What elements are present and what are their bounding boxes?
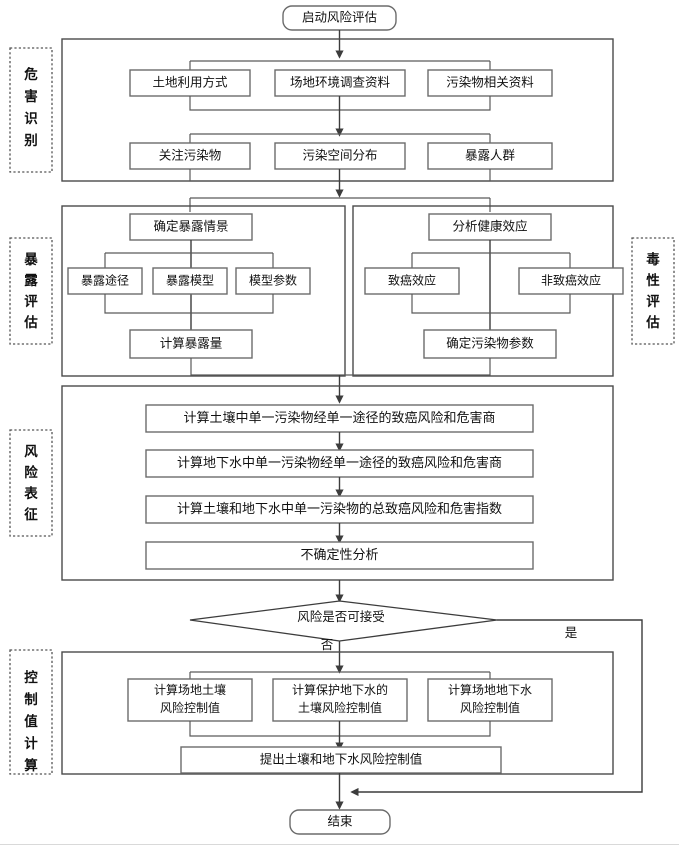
exposure-mid-box-1: [152, 267, 228, 295]
control-summary-box: [180, 746, 502, 774]
stage-label-exposure-assessment-char-2: 评: [24, 294, 38, 309]
stage-label-toxicity-assessment-char-3: 估: [645, 314, 660, 330]
stage-label-control-value-char-3: 计: [24, 735, 38, 751]
exposure-top-box: [129, 213, 253, 241]
control-box-2-line2: 风险控制值: [460, 700, 520, 715]
exposure-mid-label-0: 暴露途径: [81, 272, 129, 287]
end-node-label: 结束: [327, 814, 353, 828]
hazard-row2-box-0: [129, 142, 251, 170]
hazard-row1-box-0: [129, 69, 251, 97]
toxicity-mid-label-1: 非致癌效应: [541, 272, 601, 287]
stage-label-risk-characterization-char-1: 险: [24, 464, 38, 480]
hazard-row2-box-2: [427, 142, 553, 170]
stage-label-exposure-assessment-char-1: 露: [24, 273, 38, 288]
toxicity-mid-box-1: [518, 267, 624, 295]
exposure-bottom-box: [129, 329, 253, 359]
risk-step-label-0: 计算土壤中单一污染物经单一途径的致癌风险和危害商: [183, 410, 495, 425]
end-node-box: [289, 809, 391, 835]
decision-label: 风险是否可接受: [297, 609, 385, 624]
stage-label-toxicity-assessment-box: [631, 237, 675, 345]
stage-label-toxicity-assessment-char-2: 评: [646, 294, 660, 309]
connector-decision-yes: [350, 619, 643, 797]
exposure-mid-box-2: [235, 267, 311, 295]
control-box-1: [272, 678, 408, 722]
stage-label-exposure-assessment-char-3: 估: [23, 314, 38, 330]
bus-exposure-mid-bottom: [104, 294, 274, 314]
toxicity-bottom-box: [423, 329, 557, 359]
stage-label-hazard-identification-char-1: 害: [24, 88, 38, 104]
risk-step-box-3: [145, 541, 534, 570]
stage-label-exposure-assessment-char-0: 暴: [23, 252, 38, 267]
exposure-bottom-label: 计算暴露量: [160, 335, 223, 350]
stage-label-control-value-char-2: 值: [24, 713, 38, 729]
stage-label-control-value-char-4: 算: [24, 757, 38, 773]
hazard-row2-label-1: 污染空间分布: [302, 147, 377, 162]
hazard-row1-label-2: 污染物相关资料: [446, 74, 534, 89]
toxicity-top-box: [428, 213, 552, 241]
toxicity-top-label: 分析健康效应: [452, 218, 527, 233]
risk-step-label-3: 不确定性分析: [300, 547, 378, 562]
stage-label-risk-characterization-char-2: 表: [24, 485, 38, 501]
stage-label-risk-characterization-char-0: 风: [24, 444, 38, 459]
control-box-1-line1: 计算保护地下水的: [292, 682, 388, 697]
hazard-row1-box-1: [274, 69, 406, 97]
stage-label-hazard-identification-box: [9, 47, 53, 173]
hazard-row2-label-2: 暴露人群: [465, 148, 516, 162]
stage-label-control-value-box: [9, 649, 53, 775]
risk-step-box-2: [145, 495, 534, 524]
exposure-top-label: 确定暴露情景: [153, 218, 228, 233]
stage-label-toxicity-assessment-char-0: 毒: [646, 251, 660, 267]
hazard-row1-label-0: 土地利用方式: [152, 74, 228, 89]
stage-label-risk-characterization-box: [9, 429, 53, 537]
hazard-row2-box-1: [274, 142, 406, 170]
risk-step-label-2: 计算土壤和地下水中单一污染物的总致癌风险和危害指数: [177, 501, 502, 516]
exposure-assessment-group: [61, 205, 346, 377]
bus-toxicity-mid-bottom: [411, 294, 571, 314]
exposure-mid-label-2: 模型参数: [249, 272, 297, 287]
risk-characterization-group: [61, 385, 614, 581]
control-box-0-line1: 计算场地土壤: [154, 682, 226, 697]
toxicity-bottom-label: 确定污染物参数: [446, 335, 534, 350]
decision-yes-label: 是: [565, 626, 578, 640]
exposure-mid-box-0: [67, 267, 143, 295]
exposure-mid-label-1: 暴露模型: [166, 273, 214, 287]
stage-label-control-value-char-0: 控: [24, 669, 38, 685]
stage-label-hazard-identification-char-2: 识: [24, 111, 38, 126]
stage-label-hazard-identification-char-0: 危: [23, 66, 38, 82]
toxicity-mid-label-0: 致癌效应: [388, 272, 436, 287]
control-box-0-line2: 风险控制值: [160, 700, 220, 715]
stage-label-risk-characterization-char-3: 征: [24, 506, 38, 522]
control-box-1-line2: 土壤风险控制值: [298, 700, 382, 715]
control-box-2-line1: 计算场地地下水: [448, 682, 532, 697]
decision-no-label: 否: [321, 638, 334, 652]
control-summary-label: 提出土壤和地下水风险控制值: [260, 751, 423, 766]
control-value-group: [61, 651, 614, 775]
stage-label-toxicity-assessment-char-1: 性: [646, 272, 660, 288]
stage-label-control-value-char-1: 制: [24, 691, 38, 707]
risk-step-box-1: [145, 449, 534, 478]
risk-step-label-1: 计算地下水中单一污染物经单一途径的致癌风险和危害商: [177, 455, 502, 470]
start-node-label: 启动风险评估: [302, 9, 377, 24]
hazard-row2-label-0: 关注污染物: [159, 147, 222, 162]
hazard-row1-label-1: 场地环境调查资料: [290, 74, 391, 89]
stage-label-exposure-assessment-box: [9, 237, 53, 345]
control-box-2: [427, 678, 553, 722]
bus-stage23-merge: [190, 358, 491, 376]
control-box-0: [127, 678, 253, 722]
stage-label-hazard-identification-char-3: 别: [23, 133, 38, 148]
